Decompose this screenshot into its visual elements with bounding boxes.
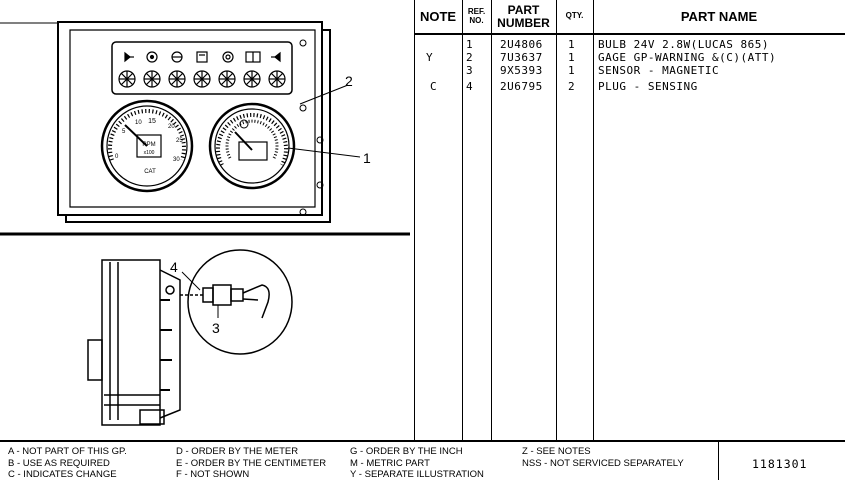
row-note: C — [430, 80, 438, 93]
panel-inner-frame — [69, 29, 316, 208]
col-header-note: NOTE — [414, 0, 462, 35]
tach-scale-top-label: 15 — [148, 118, 156, 125]
legend-entry: M - METRIC PART — [350, 457, 430, 469]
row-part-name: SENSOR - MAGNETIC — [598, 64, 720, 77]
legend-column: A - NOT PART OF THIS GP. B - USE AS REQU… — [8, 446, 127, 481]
row-ref: 2 — [466, 51, 474, 64]
row-part-name: BULB 24V 2.8W(LUCAS 865) — [598, 38, 769, 51]
legend-entry: Y - SEPARATE ILLUSTRATION — [350, 469, 484, 480]
row-ref: 4 — [466, 80, 474, 93]
legend-entry: E - ORDER BY THE CENTIMETER — [176, 457, 327, 469]
callout-2: 2 — [345, 73, 353, 89]
legend-column: Z - SEE NOTES NSS - NOT SERVICED SEPARAT… — [522, 446, 684, 469]
indicator-strip — [111, 41, 293, 95]
tach-tick-label: 20 — [168, 124, 175, 130]
tach-tick-label: 5 — [122, 129, 126, 135]
legend-entry: B - USE AS REQUIRED — [8, 457, 110, 469]
legend-entry: Z - SEE NOTES — [522, 446, 591, 457]
col-header-part-name: PART NAME — [593, 0, 845, 35]
row-part-number: 2U4806 — [500, 38, 543, 51]
row-ref: 1 — [466, 38, 474, 51]
legend-entry: F - NOT SHOWN — [176, 469, 250, 480]
row-part-name: GAGE GP-WARNING &(C)(ATT) — [598, 51, 777, 64]
footer-divider — [718, 440, 719, 480]
col-header-ref-no: REF. NO. — [462, 0, 491, 35]
row-qty: 1 — [568, 51, 576, 64]
row-qty: 1 — [568, 64, 576, 77]
row-ref: 3 — [466, 64, 474, 77]
tach-multiplier-label: x100 — [144, 150, 155, 156]
legend-entry: A - NOT PART OF THIS GP. — [8, 446, 127, 457]
row-part-number: 7U3637 — [500, 51, 543, 64]
flywheel-housing-drawing — [87, 259, 181, 426]
gauge-panel-drawing: 15 5 10 20 25 30 0 RPM x100 CAT 2 1 — [0, 21, 410, 426]
panel-depth-edge — [65, 29, 331, 223]
parts-list-table: NOTE REF. NO. PART NUMBER QTY. PART NAME… — [414, 0, 845, 440]
indicator-symbol-row — [124, 51, 281, 63]
tach-unit-label: RPM — [142, 142, 155, 148]
illustration-number: 1181301 — [752, 457, 808, 471]
col-header-qty: QTY. — [556, 0, 593, 35]
row-qty: 2 — [568, 80, 576, 93]
callout-4: 4 — [170, 259, 178, 275]
row-part-number: 2U6795 — [500, 80, 543, 93]
callout-3: 3 — [212, 320, 220, 336]
row-part-number: 9X5393 — [500, 64, 543, 77]
legend-entry: G - ORDER BY THE INCH — [350, 446, 463, 457]
legend-footer: A - NOT PART OF THIS GP. B - USE AS REQU… — [0, 440, 845, 482]
tach-tick-label: 0 — [115, 154, 119, 160]
col-header-part-number: PART NUMBER — [491, 0, 556, 35]
row-part-name: PLUG - SENSING — [598, 80, 698, 93]
multi-gauge — [208, 102, 296, 190]
legend-entry: D - ORDER BY THE METER — [176, 446, 299, 457]
sensor-detail-view — [180, 249, 293, 355]
tach-tick-label: 25 — [176, 138, 183, 144]
indicator-lamp-row — [118, 70, 286, 88]
callout-1: 1 — [363, 150, 371, 166]
tachometer-gauge: 15 5 10 20 25 30 0 RPM x100 CAT — [100, 99, 194, 193]
row-qty: 1 — [568, 38, 576, 51]
legend-column: G - ORDER BY THE INCH M - METRIC PART Y … — [350, 446, 484, 481]
legend-entry: C - INDICATES CHANGE — [8, 469, 117, 480]
legend-entry: NSS - NOT SERVICED SEPARATELY — [522, 457, 684, 469]
parts-illustration: 15 5 10 20 25 30 0 RPM x100 CAT 2 1 — [0, 0, 414, 440]
tach-tick-label: 10 — [135, 120, 142, 126]
tach-tick-label: 30 — [173, 157, 180, 163]
panel-frame — [57, 21, 323, 216]
brand-label: CAT — [144, 169, 156, 175]
row-note: Y — [426, 51, 434, 64]
legend-column: D - ORDER BY THE METER E - ORDER BY THE … — [176, 446, 326, 481]
